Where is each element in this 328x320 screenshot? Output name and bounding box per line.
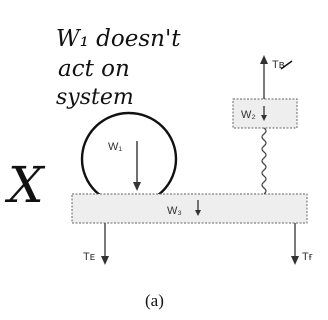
note-line-1: W₁ doesn't [56, 26, 181, 52]
w3-label: W₃ [167, 205, 182, 217]
w2-box [232, 98, 298, 129]
handwritten-note: W₁ doesn't act on system [56, 26, 181, 110]
tf-arrow [291, 223, 299, 265]
cross-mark: X [4, 156, 46, 214]
note-line-3: system [56, 85, 134, 110]
te-label: Tᴇ [83, 251, 95, 263]
tb-arrow [260, 55, 268, 99]
w2-arrow [261, 106, 267, 121]
circle-around-w1 [80, 111, 178, 207]
tb-strike-mark [280, 60, 293, 70]
tb-label: Tʙ [272, 59, 285, 71]
w3-arrow [195, 200, 201, 216]
w1-arrow [133, 141, 141, 191]
tf-label: Tғ [302, 251, 313, 263]
w3-box [71, 193, 308, 224]
w2-label: W₂ [241, 109, 256, 121]
w1-label: W₁ [108, 141, 122, 153]
connecting-string [261, 127, 267, 195]
note-line-2: act on [58, 56, 130, 82]
figure-caption: (a) [145, 291, 164, 310]
te-arrow [101, 223, 109, 265]
